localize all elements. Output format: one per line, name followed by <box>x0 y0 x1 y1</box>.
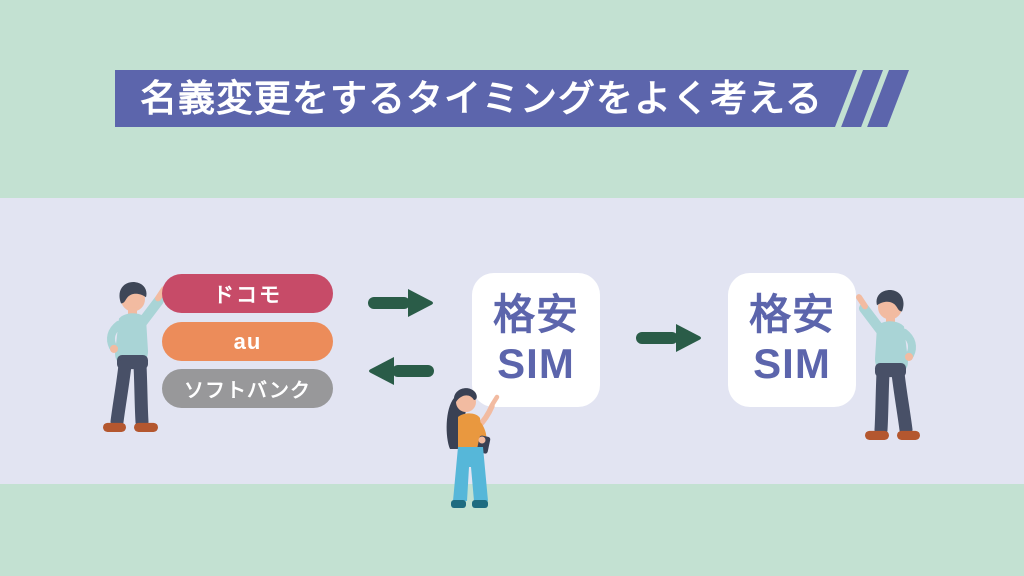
arrow-right-icon <box>636 323 702 353</box>
person-right-illustration <box>848 282 928 444</box>
carrier-label: au <box>233 328 262 354</box>
arrow-left-icon <box>368 356 434 386</box>
shoe <box>897 430 920 440</box>
torso-top <box>458 413 483 449</box>
shoe <box>103 422 126 432</box>
leg <box>874 366 890 437</box>
sim-box-line1: 格安 <box>748 291 835 339</box>
sim-box-line2: SIM <box>497 340 575 387</box>
page-title: 名義変更をするタイミングをよく考える <box>140 78 823 119</box>
hair-shape <box>119 282 147 304</box>
torso-sweater <box>115 313 148 364</box>
torso-sweater <box>875 321 908 372</box>
sim-box-line1: 格安 <box>492 291 579 339</box>
shoe <box>451 500 466 508</box>
carrier-label: ドコモ <box>213 283 282 307</box>
back-arm <box>107 320 123 351</box>
sim-box-text: 格安 SIM <box>493 291 579 388</box>
cheap-sim-box-2: 格安 SIM <box>728 273 856 407</box>
arrow-right-icon <box>368 288 434 318</box>
person-middle-illustration <box>438 385 510 515</box>
hand <box>478 436 486 444</box>
sim-box-line2: SIM <box>753 340 831 387</box>
shoe <box>865 430 889 440</box>
back-hand <box>110 344 118 353</box>
hair-shape <box>876 290 904 312</box>
back-hand <box>905 352 913 361</box>
leg <box>133 358 149 429</box>
carrier-pill-docomo: ドコモ <box>162 274 333 313</box>
carrier-pill-au: au <box>162 322 333 361</box>
back-arm <box>900 328 916 359</box>
head <box>456 392 476 412</box>
leg <box>891 366 913 437</box>
carrier-pill-softbank: ソフトバンク <box>162 369 333 408</box>
cheap-sim-box-1: 格安 SIM <box>472 273 600 407</box>
pointing-hand <box>489 394 500 408</box>
hair-top <box>453 388 477 402</box>
shoe <box>134 422 158 432</box>
carrier-label: ソフトバンク <box>184 380 311 402</box>
pants <box>453 447 488 501</box>
neck <box>128 307 137 316</box>
sim-box-text: 格安 SIM <box>749 291 835 388</box>
shoe <box>472 500 488 508</box>
neck <box>886 315 895 324</box>
leg <box>110 358 132 429</box>
title-banner: 名義変更をするタイミングをよく考える <box>115 70 857 127</box>
pointing-hand <box>856 294 868 310</box>
